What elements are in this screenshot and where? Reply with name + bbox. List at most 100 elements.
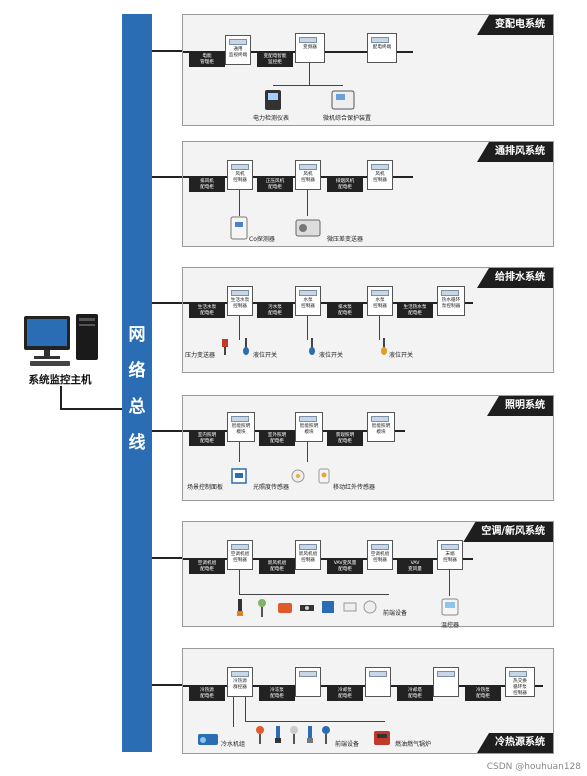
- host-label: 系统监控主机: [28, 374, 92, 386]
- hvac-box-2: 新风机组 配电柜: [259, 560, 295, 574]
- substation-device-right-text: 配电终端: [372, 45, 392, 50]
- bus-link-lighting: [152, 430, 182, 432]
- bus-link-hvac: [152, 557, 182, 559]
- lighting-dev-label-1: 场景控制面板: [187, 484, 224, 491]
- ventilation-box-2: 正压风机 配电柜: [257, 178, 293, 192]
- panel-heat: 冷热源系统 冷热源 配电柜 冷热源 群控器 冷冻泵 配电柜 冷却泵 配电柜 冷却…: [182, 648, 554, 754]
- heat-line: [183, 685, 543, 687]
- bus-link-water: [152, 302, 182, 304]
- panel-lighting: 照明系统 室内照明 配电柜 智能照明 模块 室外照明 配电柜 智能照明 模块 景…: [182, 395, 554, 501]
- panel-title-hvac: 空调/新风系统: [463, 522, 553, 542]
- water-dev-label-1: 压力变送器: [185, 352, 216, 359]
- bus-char-4: 线: [128, 433, 146, 453]
- hvac-ctrl-3-text: 空调机组 控制器: [370, 552, 390, 563]
- heat-ctrl-7-text: 热交换 循环泵 控制器: [513, 679, 527, 696]
- hvac-drop-right: [449, 570, 450, 596]
- panel-title-lighting: 照明系统: [487, 396, 553, 416]
- substation-drop: [309, 63, 310, 85]
- heat-dev-label-1: 冷水机组: [221, 741, 246, 748]
- hvac-box-1: 空调机组 配电柜: [189, 560, 225, 574]
- water-ctrl-4-text: 热水循环 泵控制器: [441, 298, 461, 309]
- hvac-ctrl-2: 新风机组 控制器: [295, 540, 321, 570]
- ventilation-box-1: 排风机 配电柜: [189, 178, 225, 192]
- lighting-box-2: 室外照明 配电柜: [259, 432, 295, 446]
- panel-water: 给排水系统 生活水泵 配电柜 生活水泵 控制器 污水泵 配电柜 水泵 控制器 排…: [182, 267, 554, 373]
- heat-drop-2: [245, 697, 246, 721]
- bus-char-1: 网: [128, 325, 146, 345]
- hvac-ctrl-1-text: 空调机组 控制器: [230, 552, 250, 563]
- ventilation-drop-2: [307, 190, 308, 216]
- substation-ctrl-1: 通用 监视终端: [225, 35, 251, 65]
- substation-ctrl-1-text: 通用 监视终端: [228, 47, 248, 58]
- heat-sensor-icon-2: [275, 726, 281, 743]
- panel-substation: 变配电系统 电能 管理柜 通用 监视终端 变配电智能 监控柜 变频器 配电终端 …: [182, 14, 554, 126]
- heat-sensor-icon-5: [322, 726, 330, 744]
- hvac-box-3: VAV变风量 配电柜: [327, 560, 363, 574]
- panel-hvac: 空调/新风系统 空调机组 配电柜 空调机组 控制器 新风机组 配电柜 新风机组 …: [182, 521, 554, 629]
- heat-ctrl-4: [433, 667, 459, 697]
- boiler-icon: [374, 731, 390, 745]
- panel-ventilation: 通排风系统 排风机 配电柜 风机 控制器 正压风机 配电柜 风机 控制器 排烟风…: [182, 141, 554, 247]
- heat-box-1: 冷热源 配电柜: [189, 687, 225, 701]
- host-link-horizontal: [60, 408, 122, 410]
- actuator-icon: [278, 603, 292, 613]
- ventilation-ctrl-3: 风机 控制器: [367, 160, 393, 190]
- water-ctrl-4: 热水循环 泵控制器: [437, 286, 465, 316]
- water-box-2: 污水泵 配电柜: [257, 304, 293, 318]
- panel-title-water: 给排水系统: [477, 268, 553, 288]
- lighting-dev-label-3: 移动红外传感器: [333, 484, 376, 491]
- light-sensor-icon: [291, 469, 305, 483]
- substation-device-main: 变频器: [295, 33, 325, 63]
- water-drop-1: [239, 316, 240, 340]
- thermostat-icon: [441, 598, 459, 616]
- host-computer-icon: [24, 314, 98, 366]
- water-ctrl-1: 生活水泵 控制器: [227, 286, 253, 316]
- ventilation-ctrl-2: 风机 控制器: [295, 160, 321, 190]
- protection-device-icon: [331, 90, 355, 110]
- heat-sensor-icon-3: [290, 726, 298, 744]
- chiller-icon: [198, 734, 218, 745]
- heat-sensor-icon-1: [256, 726, 264, 744]
- lighting-line: [183, 430, 405, 432]
- network-bus: [122, 14, 152, 752]
- lighting-dev-label-2: 光照度传感器: [253, 484, 290, 491]
- bus-link-ventilation: [152, 176, 182, 178]
- water-box-3: 排水泵 配电柜: [327, 304, 363, 318]
- water-line: [183, 302, 473, 304]
- hvac-ctrl-4-text: 末端 控制器: [443, 552, 457, 563]
- substation-box-2: 变配电智能 监控柜: [257, 53, 293, 67]
- smoke-sensor-icon: [363, 600, 377, 614]
- hvac-ctrl-1: 空调机组 控制器: [227, 540, 253, 570]
- ventilation-ctrl-1-text: 风机 控制器: [233, 172, 247, 183]
- level-switch-icon-1: [243, 338, 249, 355]
- duct-sensor-icon: [343, 602, 357, 612]
- lighting-ctrl-2-text: 智能照明 模块: [299, 424, 319, 435]
- heat-dev-label-3: 燃油燃气锅炉: [395, 741, 432, 748]
- heat-ctrl-1: 冷热源 群控器: [227, 667, 253, 697]
- water-ctrl-3-text: 水泵 控制器: [373, 298, 387, 309]
- lighting-ctrl-3-text: 智能照明 模块: [371, 424, 391, 435]
- co-detector-icon: [230, 216, 248, 240]
- water-ctrl-1-text: 生活水泵 控制器: [230, 298, 250, 309]
- temp-sensor-icon: [237, 599, 243, 616]
- ventilation-ctrl-2-text: 风机 控制器: [301, 172, 315, 183]
- panel-title-ventilation: 通排风系统: [477, 142, 553, 162]
- power-meter-icon: [265, 90, 281, 110]
- host-link-vertical: [60, 386, 62, 410]
- water-dev-label-4: 液位开关: [389, 352, 414, 359]
- water-box-4: 生活热水泵 配电柜: [397, 304, 433, 318]
- water-dev-label-3: 液位开关: [319, 352, 344, 359]
- heat-ctrl-2: [295, 667, 321, 697]
- water-ctrl-2-text: 水泵 控制器: [301, 298, 315, 309]
- panel-sensor-icon: [322, 601, 334, 613]
- pressure-sensor-icon: [222, 339, 228, 355]
- heat-ctrl-3: [365, 667, 391, 697]
- panel-title-heat: 冷热源系统: [477, 733, 553, 753]
- lighting-ctrl-3: 智能照明 模块: [367, 412, 395, 442]
- ventilation-dev-label-1: Co探测器: [249, 236, 275, 243]
- bus-link-heat: [152, 684, 182, 686]
- level-switch-icon-3: [381, 338, 387, 355]
- level-switch-icon-2: [309, 338, 315, 355]
- humidity-sensor-icon: [258, 599, 266, 617]
- ventilation-dev-label-2: 微压差变送器: [327, 236, 364, 243]
